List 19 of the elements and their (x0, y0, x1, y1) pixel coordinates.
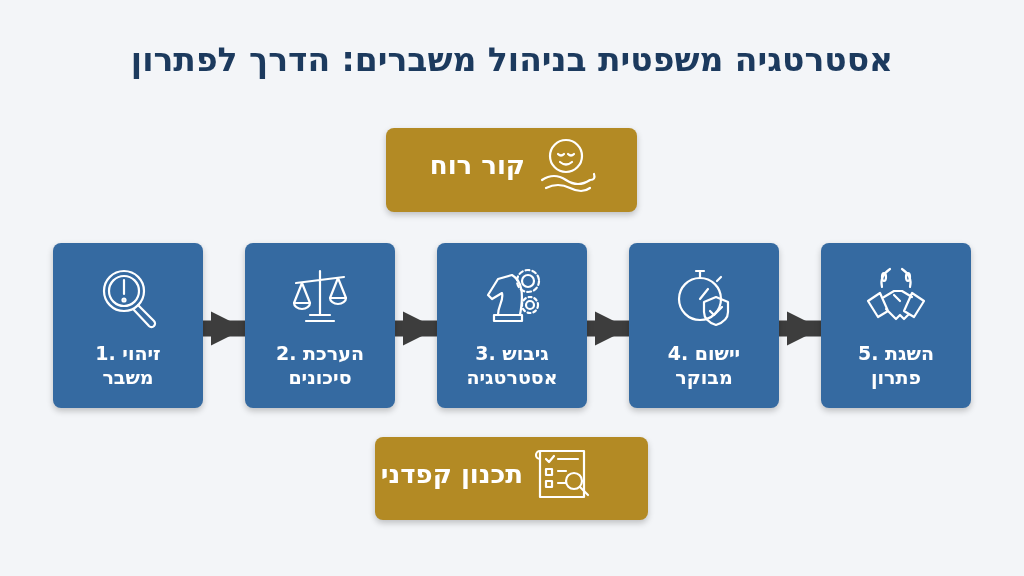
title: אסטרטגיה משפטית בניהול משברים: הדרך לפתרון (129, 40, 895, 79)
arrow (395, 311, 437, 346)
step-box (53, 243, 203, 408)
arrow (779, 311, 821, 346)
banner-box (386, 128, 637, 212)
banner-box (375, 437, 648, 520)
arrow (587, 311, 629, 346)
step-box (629, 243, 779, 408)
step-box (437, 243, 587, 408)
arrow (203, 311, 245, 346)
step-box (245, 243, 395, 408)
step-label: 4. יישום מבוקר (666, 341, 742, 389)
step-label: 5. השגת פתרון (857, 341, 935, 389)
banner-label: תכנון קפדני (380, 459, 523, 489)
step-label: 3. גיבוש אסטרטגיה (465, 341, 559, 389)
banner-label: קור רוח (429, 150, 525, 180)
step-label: 2. הערכת סיכונים (275, 341, 365, 389)
step-box (821, 243, 971, 408)
step-label: 1. זיהוי משבר (94, 341, 162, 389)
